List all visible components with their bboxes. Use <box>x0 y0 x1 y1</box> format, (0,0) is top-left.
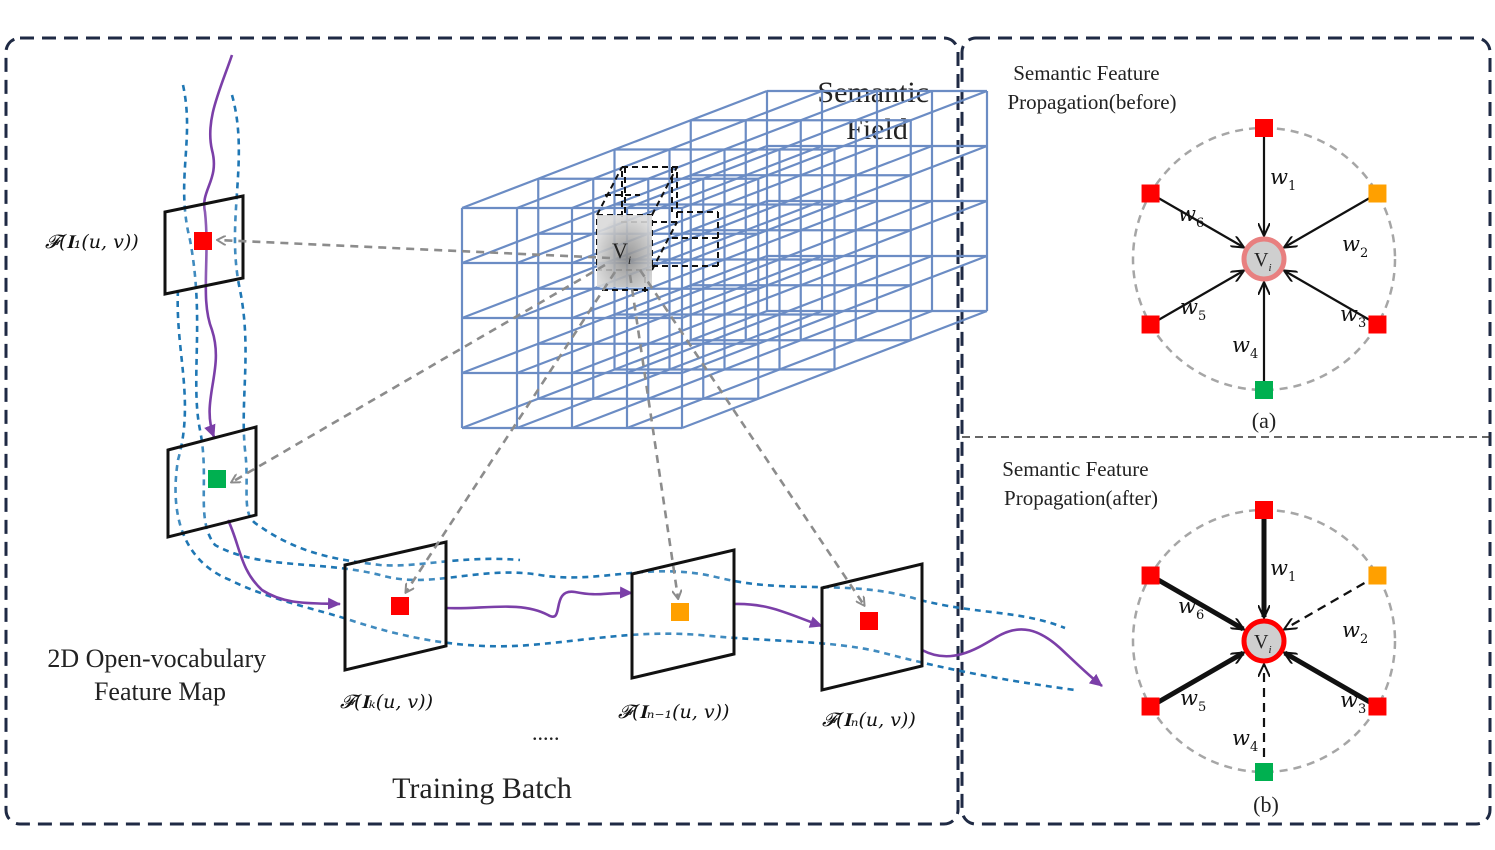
panelB-center-label: Vi <box>1254 631 1272 656</box>
panelB-neighbor-node <box>1141 566 1160 585</box>
flow-lines <box>174 84 1076 692</box>
projection-arrows <box>218 240 864 605</box>
panelB-edge-w2 <box>1285 574 1378 630</box>
right-panel-border <box>960 36 1492 826</box>
panelA-neighbor-node <box>1141 315 1160 334</box>
panelB-neighbor-node <box>1141 697 1160 716</box>
frame-label-1: 𝓕(𝐈₁(u, v)) <box>45 231 139 253</box>
camera-trajectory-3 <box>445 586 633 618</box>
panelB-edge-w5 <box>1149 650 1244 709</box>
panel-b-title: Semantic Feature Propagation(after) <box>1002 457 1158 510</box>
feature-frame-n-minus-1 <box>630 548 736 680</box>
panelB-weight-label: w1 <box>1270 556 1296 585</box>
panel-b-caption: (b) <box>1253 792 1279 817</box>
panelA-edge-w2 <box>1285 192 1378 248</box>
panelA-weight-label: w3 <box>1340 302 1366 331</box>
camera-trajectory-2 <box>226 519 341 610</box>
panelA-edge-w3 <box>1285 271 1378 326</box>
panelA-weight-label: w1 <box>1270 165 1296 194</box>
feature-frame-n <box>820 562 924 692</box>
panel-a-caption: (a) <box>1252 408 1276 433</box>
panelB-weight-label: w4 <box>1232 726 1258 755</box>
feature-map-label: 2D Open-vocabulary Feature Map <box>47 644 272 706</box>
feature-frame-k <box>343 540 448 672</box>
voxel-grid-icon <box>460 89 989 430</box>
panelB-weight-label: w6 <box>1178 594 1204 623</box>
frame-2-point <box>208 470 226 488</box>
panelA-neighbor-node <box>1255 381 1273 399</box>
panelA-weight-label: w4 <box>1232 333 1258 362</box>
panelB-weight-label: w2 <box>1342 618 1368 647</box>
panelA-center-node <box>1241 236 1287 282</box>
frame-n-minus-1-point <box>671 603 689 621</box>
panelA-weight-label: w6 <box>1178 202 1204 231</box>
left-panel-border <box>4 36 960 826</box>
panelA-weight-label: w2 <box>1342 232 1368 261</box>
frame-1-point <box>194 232 212 250</box>
panelB-neighbor-node <box>1368 697 1387 716</box>
panelB-neighbor-node <box>1368 566 1387 585</box>
panelB-neighbor-node <box>1255 501 1273 519</box>
panelB-neighbor-node <box>1255 763 1273 781</box>
camera-trajectory <box>202 54 234 438</box>
feature-frame-2 <box>166 425 258 539</box>
panelB-weight-label: w5 <box>1180 686 1206 715</box>
panelB-edge-w6 <box>1149 573 1244 632</box>
panelA-edge-w5 <box>1150 271 1244 326</box>
panelA-neighbor-node <box>1368 315 1387 334</box>
frame-n-point <box>860 612 878 630</box>
frame-k-point <box>391 597 409 615</box>
panelA-neighbor-node <box>1255 119 1273 137</box>
camera-trajectory-5 <box>921 628 1103 688</box>
panelA-center-label: Vi <box>1254 249 1272 274</box>
ellipsis: ..... <box>532 720 560 745</box>
panel-a-title: Semantic Feature Propagation(before) <box>1007 61 1176 114</box>
frame-label-n-minus-1: 𝓕(𝐈ₙ₋₁(u, v)) <box>618 701 729 723</box>
voxel-label: Vi <box>612 238 631 267</box>
panelB-edge-w3 <box>1285 650 1379 709</box>
panelA-edge-w6 <box>1150 192 1244 248</box>
training-batch-label: Training Batch <box>392 772 572 805</box>
panelB-weight-label: w3 <box>1340 688 1366 717</box>
panelA-neighbor-node <box>1368 184 1387 203</box>
panelA-neighbor-node <box>1141 184 1160 203</box>
panelA-weight-label: w5 <box>1180 295 1206 324</box>
frame-label-n: 𝓕(𝐈ₙ(u, v)) <box>822 709 916 731</box>
panelB-center-node <box>1241 618 1287 664</box>
camera-trajectory-4 <box>733 602 823 628</box>
feature-frame-1 <box>163 194 245 296</box>
frame-label-k: 𝓕(𝐈ₖ(u, v)) <box>340 691 433 713</box>
